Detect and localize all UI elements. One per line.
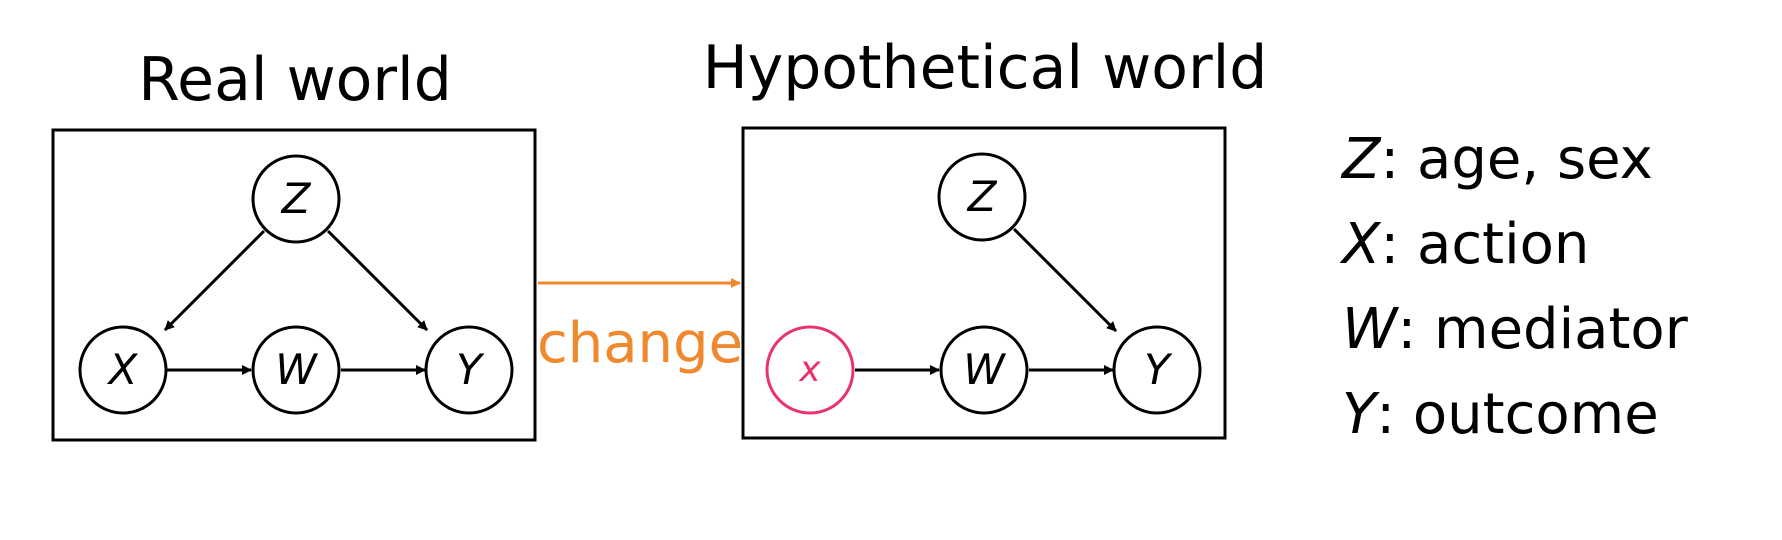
- legend-item-w: W: mediator: [1342, 297, 1689, 362]
- real-node-x-label: X: [107, 345, 139, 394]
- hypothetical-world-frame: [741, 126, 1227, 440]
- real-node-y: Y: [424, 325, 514, 415]
- legend-var-w: W: [1342, 297, 1400, 362]
- real-world-panel: Real world Z X W Y: [51, 45, 537, 442]
- real-node-w-label: W: [275, 345, 318, 394]
- real-node-z-label: Z: [281, 174, 312, 223]
- edge-z-to-y-hypothetical: [1012, 227, 1118, 333]
- hypothetical-node-x-intervened: x: [765, 325, 855, 415]
- hypothetical-node-y-label: Y: [1144, 345, 1173, 394]
- real-world-title: Real world: [138, 45, 452, 115]
- legend-var-x: X: [1339, 212, 1382, 277]
- legend-desc-y: : outcome: [1376, 382, 1658, 447]
- real-node-x: X: [78, 325, 168, 415]
- hypothetical-node-z: Z: [937, 152, 1027, 242]
- hypothetical-world-title: Hypothetical world: [703, 33, 1268, 103]
- edge-z-to-y: [326, 229, 429, 332]
- real-node-y-label: Y: [456, 345, 485, 394]
- real-node-w: W: [251, 325, 341, 415]
- legend-var-y: Y: [1342, 382, 1380, 447]
- legend-item-x: X: action: [1339, 212, 1589, 277]
- hypothetical-node-w-label: W: [963, 345, 1006, 394]
- legend-desc-z: : age, sex: [1380, 127, 1652, 192]
- real-world-frame: [51, 128, 537, 442]
- legend-desc-w: : mediator: [1397, 297, 1688, 362]
- legend-item-z: Z: age, sex: [1340, 127, 1653, 192]
- change-transition: change: [537, 278, 743, 376]
- real-node-z: Z: [251, 154, 341, 244]
- hypothetical-world-panel: Hypothetical world Z x W Y: [703, 33, 1268, 440]
- hypothetical-node-y: Y: [1112, 325, 1202, 415]
- hypothetical-node-w: W: [939, 325, 1029, 415]
- hypothetical-node-x-label: x: [798, 349, 821, 390]
- edge-z-to-x: [163, 229, 266, 332]
- legend-item-y: Y: outcome: [1342, 382, 1659, 447]
- legend-var-z: Z: [1340, 127, 1382, 192]
- hypothetical-node-z-label: Z: [967, 172, 998, 221]
- legend: Z: age, sex X: action W: mediator Y: out…: [1339, 127, 1689, 447]
- change-label: change: [537, 311, 743, 376]
- legend-desc-x: : action: [1380, 212, 1589, 277]
